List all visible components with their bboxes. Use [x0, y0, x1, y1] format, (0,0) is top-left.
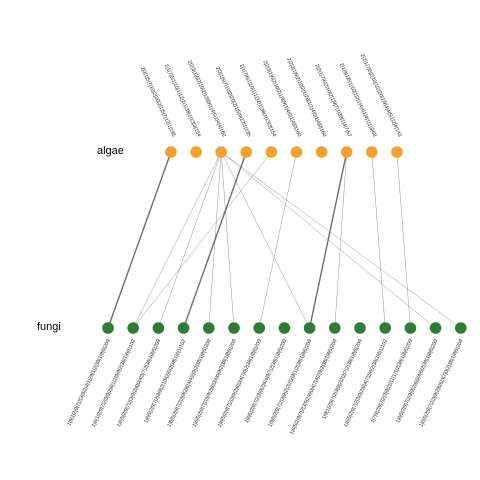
edge-2-8: [220, 151, 310, 329]
fungi-node-5: [228, 322, 240, 334]
fungi-node-label-2: 1|6|5|2|9|7|2|3|9|2|6|0|4|3|7|2|38|1|8|5…: [116, 338, 162, 428]
fungi-node-label-5: 1|6|5|2|9|7|2|3|9|2|6|0|4|0|9|2|38|1|8|5…: [192, 338, 238, 428]
edge-8-11: [371, 151, 386, 329]
node-label-layer: 2|3|1|5|7|10|2|20|2|1|5|7|12|1|1952|1|7|…: [66, 53, 464, 436]
algae-node-5: [290, 146, 303, 158]
fungi-node-9: [329, 322, 341, 334]
fungi-row-label: fungi: [37, 321, 61, 333]
algae-node-4: [265, 146, 278, 158]
node-layer: [102, 146, 467, 334]
algae-node-8: [366, 146, 378, 158]
fungi-node-label-8: 1|9|5|2|9|7|2|3|9|2|2|2|2|9|1|2|38|1|8|5…: [267, 338, 313, 428]
edge-0-0: [107, 151, 172, 329]
edge-2-1: [132, 151, 222, 329]
fungi-node-10: [354, 322, 366, 334]
fungi-node-4: [203, 322, 215, 334]
fungi-node-label-4: 1|6|5|2|9|7|2|3|9|2|6|4|4|2|9|2|38|1|8|5…: [167, 338, 213, 428]
algae-node-3: [240, 146, 253, 158]
edge-4-1: [133, 151, 272, 329]
fungi-node-label-9: 1|6|5|2|9|7|2|3|9|2|6|0|4|7|4|2|9|2|38|1…: [289, 338, 339, 435]
algae-node-label-9: 2|2|1|7|6|2|10|1|2|20|1|9|4|4|5|1|2|4|14…: [359, 53, 403, 138]
fungi-node-1: [127, 322, 139, 334]
fungi-node-label-1: 1|6|1|2|9|7|2|3|9|2|6|1|2|9|9|2|38|1|6|1…: [91, 338, 137, 428]
edge-7-8: [308, 151, 348, 329]
edge-3-3: [182, 151, 247, 329]
edge-2-2: [158, 151, 222, 329]
fungi-node-14: [455, 322, 467, 334]
fungi-node-label-0: 1|9|1|2|9|7|2|3|9|2|4|1|29|1|2|38|1|8|5|…: [66, 338, 112, 427]
edge-7-9: [334, 151, 347, 329]
fungi-node-label-11: 1|6|5|2|9|7|2|3|9|2|6|4|7|2|6|2|38|1|6|1…: [343, 338, 389, 428]
edge-9-12: [396, 151, 411, 329]
fungi-node-13: [429, 322, 442, 334]
edge-2-5: [220, 151, 235, 329]
fungi-node-3: [177, 322, 190, 334]
edge-5-6: [258, 151, 297, 329]
fungi-node-12: [404, 322, 417, 334]
edge-2-14: [221, 151, 461, 329]
algae-row-label: algae: [97, 145, 124, 157]
algae-node-7: [340, 146, 353, 158]
fungi-node-11: [379, 322, 392, 334]
edge-layer: [107, 151, 461, 329]
fungi-node-label-14: 1|6|5|2|9|7|2|3|9|2|6|6|3|7|0|2|38|1|8|5…: [419, 338, 465, 428]
algae-node-9: [391, 146, 403, 158]
fungi-node-label-6: 1|6|5|2|9|7|2|3|9|2|6|0|4|7|0|2|38|1|8|5…: [217, 338, 263, 428]
algae-node-1: [190, 146, 202, 158]
fungi-node-8: [303, 322, 316, 334]
fungi-node-2: [152, 322, 165, 334]
fungi-node-0: [102, 322, 114, 334]
fungi-node-6: [253, 322, 265, 334]
algae-node-6: [315, 146, 328, 158]
fungi-node-7: [278, 322, 291, 334]
algae-node-0: [165, 146, 177, 158]
algae-node-2: [215, 146, 227, 158]
